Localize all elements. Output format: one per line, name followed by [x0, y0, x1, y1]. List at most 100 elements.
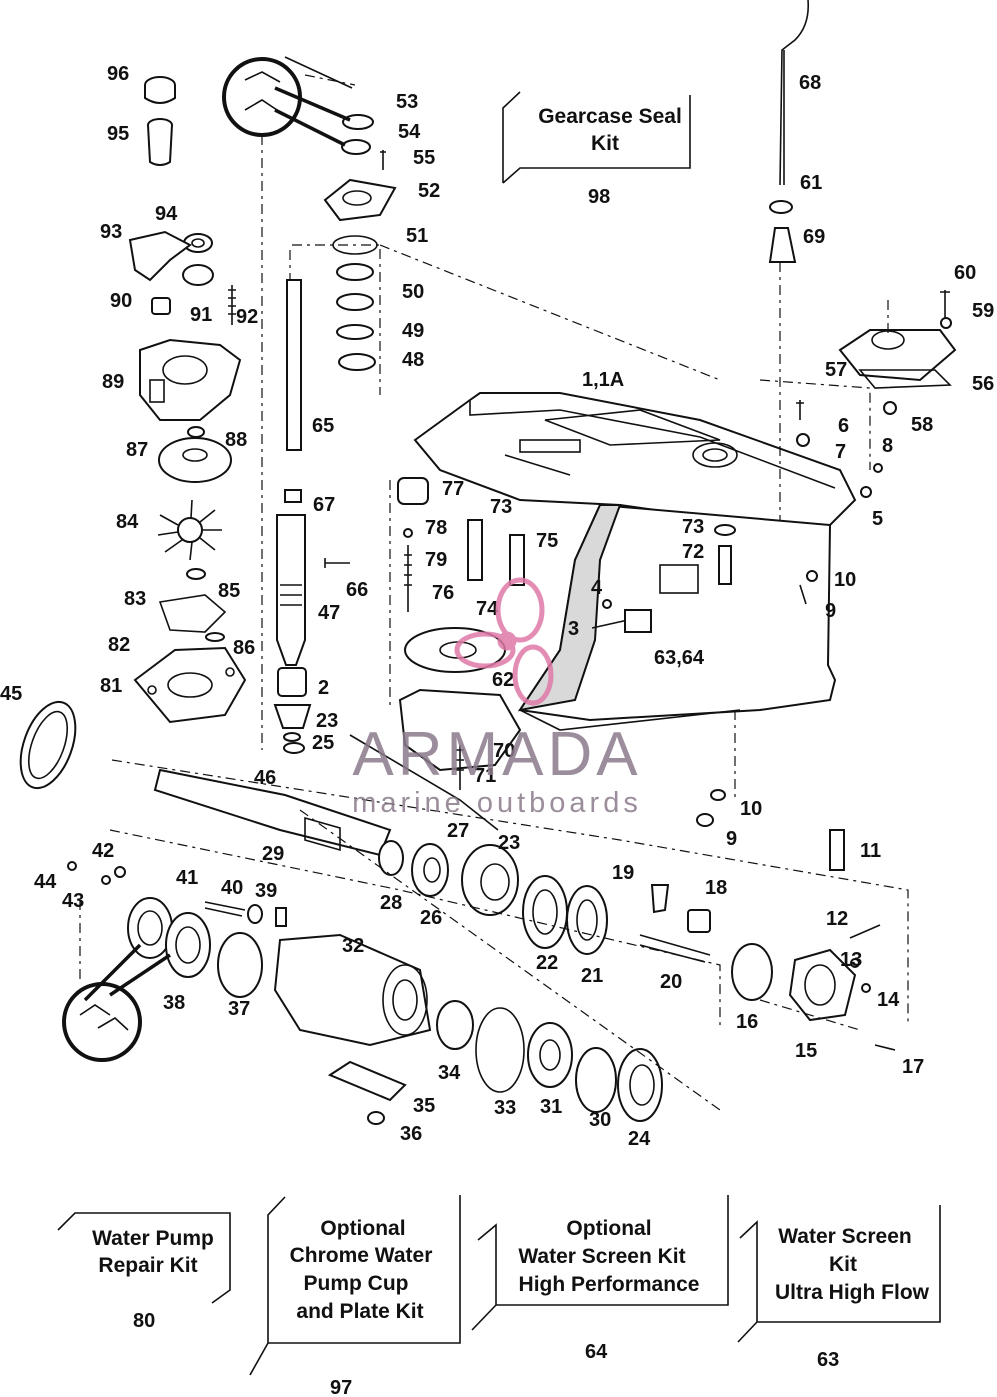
callout-label: 95 — [107, 123, 129, 145]
kit-chrome-line-3: Pump Cup — [304, 1272, 409, 1295]
callout-label: 73 — [682, 516, 704, 538]
callout-label: 69 — [803, 226, 825, 248]
callout-label: 4 — [591, 577, 603, 599]
callout-label: 58 — [911, 414, 933, 436]
callout-label: 11 — [860, 840, 881, 862]
kit-water-pump-line-1: Water Pump — [92, 1227, 214, 1250]
kit-gearcase-seal-line-2: Kit — [591, 132, 619, 155]
kit-chrome-number: 97 — [330, 1377, 352, 1397]
callout-label: 22 — [536, 952, 558, 974]
kit-chrome-line-1: Optional — [320, 1217, 405, 1240]
kit-screen-uhf-line-3: Ultra High Flow — [775, 1281, 930, 1304]
callout-label: 15 — [795, 1040, 817, 1062]
kit-gearcase-seal-line-1: Gearcase Seal — [538, 105, 682, 128]
leader-lines — [79, 56, 909, 1111]
watermark-tagline: marine outboards — [352, 787, 642, 819]
callout-label: 55 — [413, 147, 435, 169]
callout-label: 50 — [402, 281, 424, 303]
callout-label: 60 — [954, 262, 976, 284]
callout-label: 30 — [589, 1109, 611, 1131]
callout-label: 13 — [840, 949, 862, 971]
callout-label: 88 — [225, 429, 247, 451]
callout-label: 23 — [498, 832, 520, 854]
callout-label: 35 — [413, 1095, 435, 1117]
callout-label: 10 — [834, 569, 856, 591]
propshaft-parts — [67, 768, 896, 1125]
callout-label: 78 — [425, 517, 447, 539]
callout-label: 87 — [126, 439, 148, 461]
kit-screen-uhf-number: 63 — [817, 1349, 839, 1371]
watermark-brand: ARMADA — [352, 720, 641, 789]
callout-label: 7 — [835, 441, 846, 463]
kit-chrome-line-2: Chrome Water — [290, 1244, 433, 1267]
callout-label: 46 — [254, 767, 276, 789]
callout-label: 76 — [432, 582, 454, 604]
callout-label: 70 — [493, 740, 515, 762]
kit-water-screen-ultra-high-flow: Water Screen Kit Ultra High Flow 63 — [737, 1205, 941, 1371]
callout-label: 85 — [218, 580, 240, 602]
callout-label: 25 — [312, 732, 334, 754]
callout-label: 41 — [176, 867, 198, 889]
callout-label: 26 — [420, 907, 442, 929]
kit-screen-hp-line-2: Water Screen Kit — [518, 1245, 685, 1268]
callout-label: 29 — [262, 843, 284, 865]
callout-label: 33 — [494, 1097, 516, 1119]
callout-label: 5 — [872, 508, 883, 530]
kit-water-pump-line-2: Repair Kit — [98, 1254, 197, 1277]
callout-label: 72 — [682, 541, 704, 563]
callout-label: 67 — [313, 494, 335, 516]
callout-label: 21 — [581, 965, 603, 987]
callout-label: 10 — [740, 798, 762, 820]
watermark: ARMADA marine outboards — [352, 577, 642, 819]
kit-chrome-pump-cup: Optional Chrome Water Pump Cup and Plate… — [249, 1195, 461, 1397]
callout-label: 71 — [474, 765, 496, 787]
callout-label: 86 — [233, 637, 255, 659]
callout-label: 51 — [406, 225, 428, 247]
callout-label: 8 — [882, 435, 893, 457]
callout-label: 44 — [34, 871, 57, 893]
callout-label: 39 — [255, 880, 277, 902]
callout-label: 82 — [108, 634, 130, 656]
kit-water-screen-high-performance: Optional Water Screen Kit High Performan… — [471, 1195, 729, 1363]
callout-label: 40 — [221, 877, 243, 899]
callout-label: 42 — [92, 840, 114, 862]
callout-label: 18 — [705, 877, 727, 899]
driveshaft-parts — [273, 114, 397, 754]
callout-label: 9 — [825, 600, 836, 622]
callout-label: 43 — [62, 890, 84, 912]
water-pump-parts — [19, 76, 247, 790]
center-parts — [397, 477, 525, 790]
callout-label: 20 — [660, 971, 682, 993]
callout-label: 61 — [800, 172, 822, 194]
callout-label: 47 — [318, 602, 340, 624]
callout-label: 92 — [236, 306, 258, 328]
seal-tool-detail-bottom — [62, 943, 171, 1062]
callout-label: 74 — [476, 598, 499, 620]
callout-label: 9 — [726, 828, 737, 850]
callout-label: 45 — [0, 683, 22, 705]
callout-labels: 96 95 94 93 90 91 92 89 88 87 84 85 83 8… — [0, 63, 994, 1150]
callout-label: 65 — [312, 415, 334, 437]
kit-screen-hp-line-1: Optional — [566, 1217, 651, 1240]
gearcase-housing — [413, 392, 857, 731]
propeller-logo-icon — [454, 577, 554, 706]
callout-label: 54 — [398, 121, 421, 143]
callout-label: 63,64 — [654, 647, 705, 669]
callout-label: 52 — [418, 180, 440, 202]
callout-label: 59 — [972, 300, 994, 322]
callout-label: 19 — [612, 862, 634, 884]
callout-label: 34 — [438, 1062, 461, 1084]
callout-label: 48 — [402, 349, 424, 371]
callout-label: 38 — [163, 992, 185, 1014]
callout-label: 57 — [825, 359, 847, 381]
kit-chrome-line-4: and Plate Kit — [296, 1300, 423, 1323]
callout-label: 16 — [736, 1011, 758, 1033]
callout-label: 91 — [190, 304, 212, 326]
callout-label: 79 — [425, 549, 447, 571]
callout-label: 77 — [442, 478, 464, 500]
callout-label: 31 — [540, 1096, 562, 1118]
callout-label: 24 — [628, 1128, 651, 1150]
callout-label: 94 — [155, 203, 178, 225]
callout-label: 90 — [110, 290, 132, 312]
